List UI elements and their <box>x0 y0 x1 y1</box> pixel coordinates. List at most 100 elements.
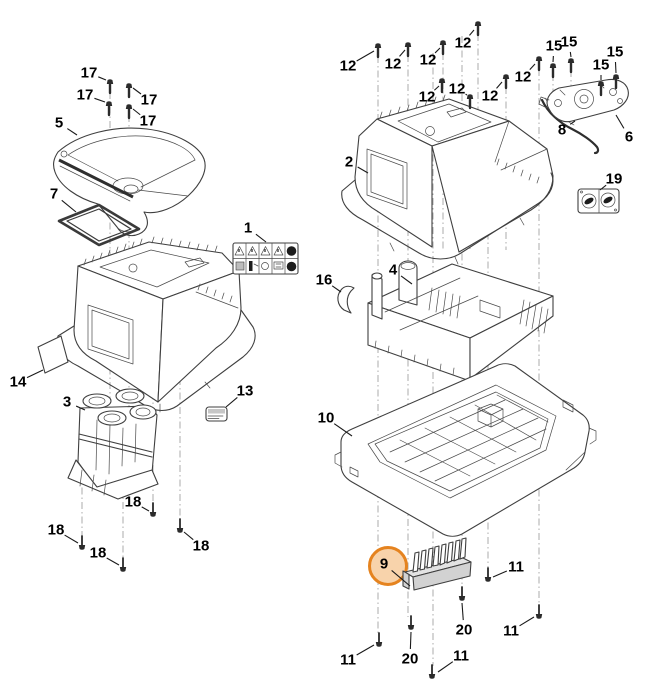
callout-number-6[interactable]: 6 <box>625 129 633 146</box>
part-19-knob-label <box>577 188 620 214</box>
callout-number-18[interactable]: 18 <box>193 538 210 555</box>
callout-part-15[interactable]: 15 <box>593 57 610 81</box>
callout-number-8[interactable]: 8 <box>558 122 566 139</box>
callout-number-4[interactable]: 4 <box>389 262 398 279</box>
callout-part-8[interactable]: 8 <box>558 120 576 139</box>
callout-number-20[interactable]: 20 <box>456 622 473 639</box>
part-13-model-plate <box>205 406 228 422</box>
callout-part-18[interactable]: 18 <box>90 545 120 566</box>
callout-number-12[interactable]: 12 <box>455 35 472 52</box>
screw-icon <box>404 42 412 58</box>
callout-number-11[interactable]: 11 <box>453 648 469 665</box>
screw-icon <box>597 81 605 97</box>
callout-number-11[interactable]: 11 <box>340 652 356 669</box>
callout-part-12[interactable]: 12 <box>385 49 406 73</box>
callout-number-17[interactable]: 17 <box>140 113 157 130</box>
callout-part-17[interactable]: 17 <box>132 108 157 130</box>
screw-icons <box>78 21 620 679</box>
callout-number-17[interactable]: 17 <box>141 92 158 109</box>
callout-part-12[interactable]: 12 <box>455 29 475 52</box>
screw-icon <box>105 101 113 117</box>
callout-part-12[interactable]: 12 <box>515 63 536 86</box>
callout-number-13[interactable]: 13 <box>237 383 254 400</box>
part-4-chassis-insert <box>367 260 554 382</box>
callout-part-20[interactable]: 20 <box>402 631 419 668</box>
callout-number-17[interactable]: 17 <box>77 87 94 104</box>
callout-part-18[interactable]: 18 <box>183 531 210 555</box>
callout-part-12[interactable]: 12 <box>420 47 441 69</box>
callout-number-18[interactable]: 18 <box>48 522 65 539</box>
callout-part-12[interactable]: 12 <box>449 81 468 98</box>
callout-part-1[interactable]: 1 <box>244 220 267 243</box>
callout-part-19[interactable]: 19 <box>599 171 623 191</box>
callout-part-18[interactable]: 18 <box>48 522 79 544</box>
callout-number-1[interactable]: 1 <box>244 220 252 237</box>
screw-icon <box>502 74 510 90</box>
callout-number-12[interactable]: 12 <box>340 58 357 75</box>
screw-icon <box>484 567 492 582</box>
screw-icon <box>567 58 575 74</box>
callout-number-7[interactable]: 7 <box>50 186 58 203</box>
callout-number-15[interactable]: 15 <box>546 38 563 55</box>
callout-part-15[interactable]: 15 <box>546 38 563 63</box>
screw-icon <box>374 43 382 59</box>
callout-part-13[interactable]: 13 <box>225 383 254 408</box>
callout-part-7[interactable]: 7 <box>50 186 77 213</box>
callout-number-11[interactable]: 11 <box>503 623 519 640</box>
callout-part-11[interactable]: 11 <box>492 559 524 578</box>
callout-number-11[interactable]: 11 <box>508 559 524 576</box>
screw-icon <box>549 63 557 79</box>
screw-icon <box>407 615 415 630</box>
callout-part-3[interactable]: 3 <box>63 394 86 411</box>
screw-icon <box>119 557 127 572</box>
callout-number-12[interactable]: 12 <box>419 89 436 106</box>
callout-number-15[interactable]: 15 <box>607 44 624 61</box>
part-1-warning-label <box>232 242 299 275</box>
callout-part-14[interactable]: 14 <box>10 369 44 391</box>
callout-part-18[interactable]: 18 <box>125 494 150 512</box>
callout-number-12[interactable]: 12 <box>515 69 532 86</box>
callout-number-12[interactable]: 12 <box>449 81 466 98</box>
callout-number-12[interactable]: 12 <box>385 56 402 73</box>
callout-part-20[interactable]: 20 <box>456 602 473 639</box>
callout-part-15[interactable]: 15 <box>607 44 624 74</box>
screw-icon <box>78 535 86 550</box>
callout-part-17[interactable]: 17 <box>132 87 158 109</box>
callout-part-11[interactable]: 11 <box>437 648 469 673</box>
callout-part-9[interactable]: 9 <box>380 556 411 587</box>
callout-number-15[interactable]: 15 <box>593 57 610 74</box>
part-16-clip <box>337 285 355 314</box>
callout-number-14[interactable]: 14 <box>10 374 27 391</box>
callout-number-10[interactable]: 10 <box>318 410 335 427</box>
callout-part-12[interactable]: 12 <box>340 50 375 75</box>
screw-icon <box>106 79 114 95</box>
callout-part-11[interactable]: 11 <box>503 616 535 640</box>
callout-part-6[interactable]: 6 <box>615 114 633 146</box>
part-2-upper-housing <box>341 94 554 265</box>
callout-number-9[interactable]: 9 <box>380 556 388 573</box>
callout-part-17[interactable]: 17 <box>77 87 106 104</box>
callout-number-19[interactable]: 19 <box>606 171 623 188</box>
callout-part-4[interactable]: 4 <box>389 262 413 285</box>
callout-number-5[interactable]: 5 <box>55 115 63 132</box>
callout-number-17[interactable]: 17 <box>81 65 98 82</box>
callout-part-11[interactable]: 11 <box>340 644 375 669</box>
callout-part-15[interactable]: 15 <box>561 34 578 58</box>
callout-part-5[interactable]: 5 <box>55 115 78 136</box>
callout-part-2[interactable]: 2 <box>345 154 369 174</box>
callout-number-18[interactable]: 18 <box>125 494 142 511</box>
callout-part-17[interactable]: 17 <box>81 65 107 82</box>
callout-number-15[interactable]: 15 <box>561 34 578 51</box>
callout-number-20[interactable]: 20 <box>402 651 419 668</box>
callout-part-16[interactable]: 16 <box>316 272 342 293</box>
callout-number-2[interactable]: 2 <box>345 154 353 171</box>
callout-number-12[interactable]: 12 <box>420 52 437 69</box>
callout-number-18[interactable]: 18 <box>90 545 107 562</box>
callout-part-12[interactable]: 12 <box>482 81 503 105</box>
callout-number-3[interactable]: 3 <box>63 394 71 411</box>
callout-number-16[interactable]: 16 <box>316 272 333 289</box>
callout-number-12[interactable]: 12 <box>482 88 499 105</box>
callout-part-10[interactable]: 10 <box>318 410 353 437</box>
callout-part-12[interactable]: 12 <box>419 85 440 106</box>
